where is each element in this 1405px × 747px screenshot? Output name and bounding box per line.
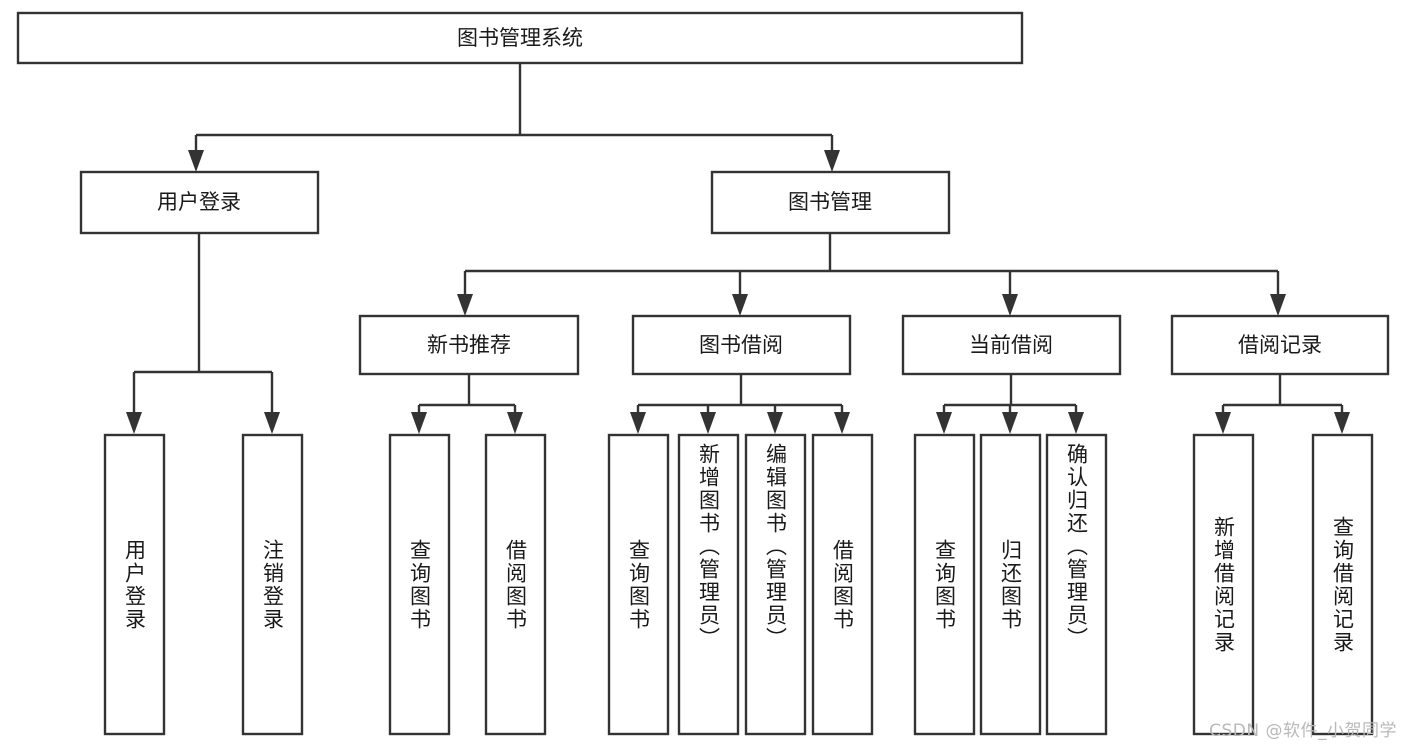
leaf-box-user-login-1[interactable] <box>103 433 166 736</box>
node-current-borrow-label: 当前借阅 <box>969 333 1053 357</box>
node-new-book-recommend[interactable]: 新书推荐 <box>358 314 580 376</box>
leaf-box-bookborrow-2[interactable] <box>677 433 740 736</box>
leaf-box-borrowrecord-2[interactable] <box>1311 433 1374 736</box>
leaf-box-bookborrow-3[interactable] <box>744 433 807 736</box>
leaf-boxes-new-book-recommend <box>388 433 547 736</box>
leaf-box-bookborrow-4[interactable] <box>811 433 874 736</box>
leaf-box-user-login-2[interactable] <box>241 433 304 736</box>
connectors-bookmgmt-to-level2 <box>457 233 1286 316</box>
connectors-bookborrow-to-leaves <box>630 374 850 434</box>
node-user-login[interactable]: 用户登录 <box>79 170 320 235</box>
leaf-box-currentborrow-1[interactable] <box>913 433 976 736</box>
leaf-boxes-borrow-record <box>1192 433 1374 736</box>
node-root[interactable]: 图书管理系统 <box>16 11 1024 65</box>
leaf-box-borrowrecord-1[interactable] <box>1192 433 1255 736</box>
leaf-boxes-current-borrow <box>913 433 1108 736</box>
node-borrow-record[interactable]: 借阅记录 <box>1170 314 1390 376</box>
leaf-box-newbook-1[interactable] <box>388 433 451 736</box>
node-book-management-label: 图书管理 <box>788 190 872 214</box>
node-book-borrow-label: 图书借阅 <box>699 333 783 357</box>
connectors-newbook-to-leaves <box>411 374 523 434</box>
node-new-book-recommend-label: 新书推荐 <box>427 333 511 357</box>
leaf-box-bookborrow-1[interactable] <box>607 433 670 736</box>
connectors-userlogin-to-leaves <box>126 233 280 434</box>
watermark: CSDN @软件_小贺同学 <box>1209 721 1397 741</box>
leaf-boxes-book-borrow <box>607 433 874 736</box>
leaf-boxes-user-login <box>103 433 304 736</box>
node-book-management[interactable]: 图书管理 <box>710 170 951 235</box>
connectors-borrowrecord-to-leaves <box>1215 374 1350 434</box>
connectors-currentborrow-to-leaves <box>936 374 1084 434</box>
connectors-root-to-level1 <box>188 63 840 172</box>
node-book-borrow[interactable]: 图书借阅 <box>631 314 852 376</box>
leaf-box-currentborrow-3[interactable] <box>1045 433 1108 736</box>
node-current-borrow[interactable]: 当前借阅 <box>901 314 1122 376</box>
leaf-box-currentborrow-2[interactable] <box>979 433 1042 736</box>
leaf-box-newbook-2[interactable] <box>484 433 547 736</box>
node-root-label: 图书管理系统 <box>457 26 583 50</box>
node-user-login-label: 用户登录 <box>157 190 241 214</box>
node-borrow-record-label: 借阅记录 <box>1238 333 1322 357</box>
